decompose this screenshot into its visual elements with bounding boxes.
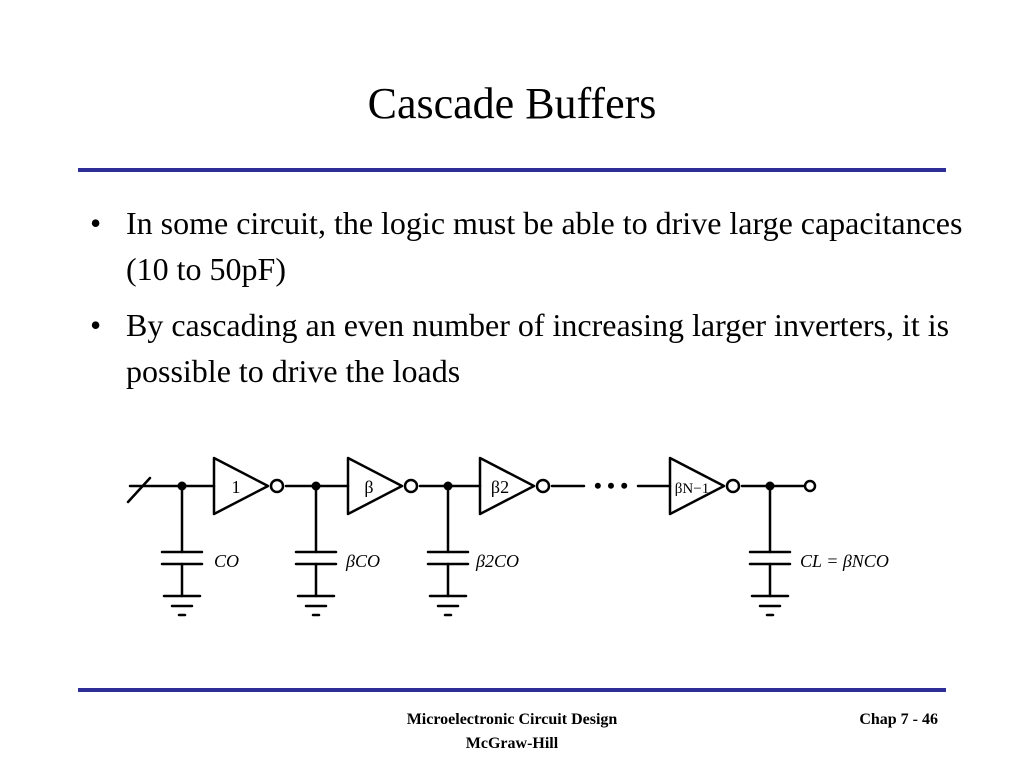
inverter-label: 1	[232, 477, 241, 497]
inverter-label: β2	[491, 477, 509, 497]
capacitor-label: CO	[214, 551, 239, 571]
circuit-schematic: • • • 1 β β2 βN−1 CO βCO β2CO CL = βNCO	[126, 456, 889, 617]
bullet-item: • By cascading an even number of increas…	[90, 302, 970, 394]
capacitor-label: CL = βNCO	[800, 551, 889, 571]
input-slash	[126, 476, 152, 504]
junction-dot	[177, 481, 187, 491]
inverter-bubble	[403, 478, 419, 494]
bottom-divider	[78, 688, 946, 692]
capacitor-label: β2CO	[475, 551, 519, 571]
bullet-item: • In some circuit, the logic must be abl…	[90, 200, 970, 292]
bullet-dot: •	[90, 307, 102, 343]
footer-page-number: Chap 7 - 46	[859, 711, 938, 728]
junction-dot	[311, 481, 321, 491]
inverter-bubble	[535, 478, 551, 494]
inverter-triangle	[478, 456, 536, 516]
inverter-bubble	[269, 478, 285, 494]
capacitor-label: βCO	[345, 551, 380, 571]
slide-title: Cascade Buffers	[367, 79, 657, 128]
capacitor-branch	[160, 484, 204, 617]
inverter-triangle	[668, 456, 726, 516]
inverter-triangle	[212, 456, 270, 516]
junction-dot	[443, 481, 453, 491]
capacitor-branch	[294, 484, 338, 617]
capacitor-branch	[748, 484, 792, 617]
junction-dot	[765, 481, 775, 491]
inverter-triangle	[346, 456, 404, 516]
inverter-label: β	[364, 477, 373, 497]
top-divider	[78, 168, 946, 172]
footer-source: Microelectronic Circuit Design McGraw-Hi…	[362, 708, 662, 756]
bullet-text: By cascading an even number of increasin…	[126, 307, 950, 389]
footer-book-title: Microelectronic Circuit Design	[406, 711, 618, 728]
bullet-text: In some circuit, the logic must be able …	[126, 205, 963, 287]
inverter-bubble	[725, 478, 741, 494]
cascade-buffer-diagram: • • • 1 β β2 βN−1 CO βCO β2CO CL = βNCO	[120, 440, 920, 630]
footer-publisher: McGraw-Hill	[465, 735, 559, 752]
capacitor-branch	[426, 484, 470, 617]
bullet-list: • In some circuit, the logic must be abl…	[90, 200, 970, 404]
ellipsis: • • •	[594, 473, 628, 498]
inverter-label: βN−1	[675, 481, 709, 497]
bullet-dot: •	[90, 205, 102, 241]
output-terminal	[803, 479, 817, 493]
